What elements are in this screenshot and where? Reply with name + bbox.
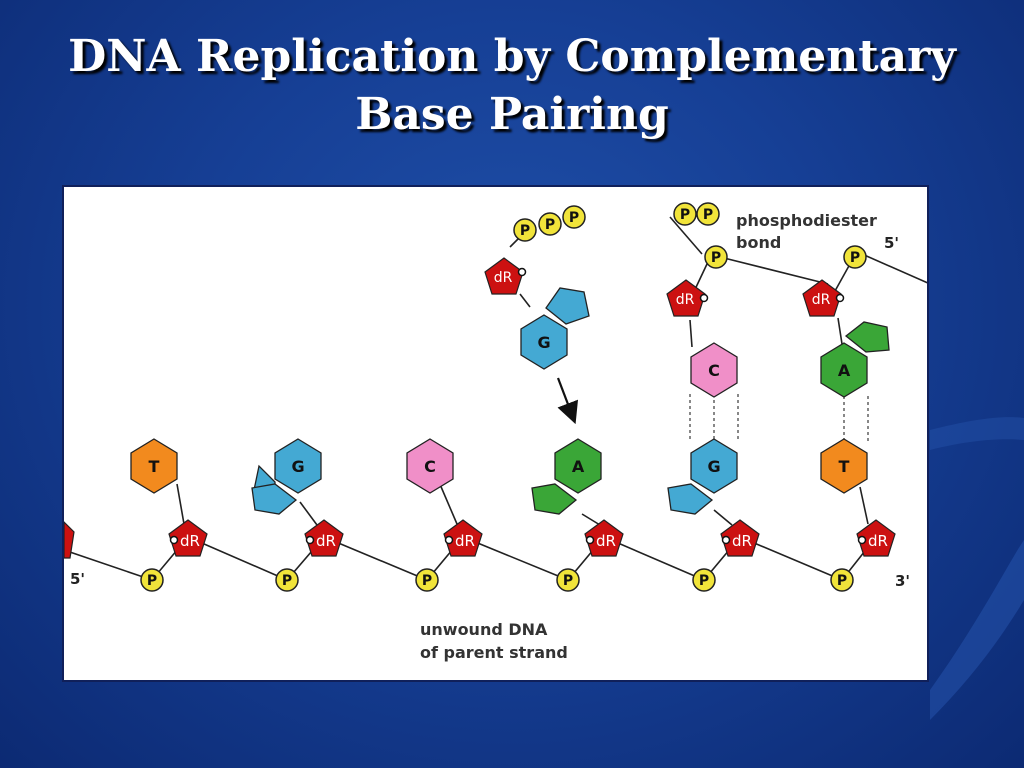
phosphate-label: P: [422, 573, 432, 589]
sugar-label: dR: [316, 532, 336, 550]
phosphate-label: P: [850, 250, 860, 266]
parent-phosphate-5: P: [692, 568, 716, 592]
hydrogen-bonds: [689, 394, 869, 442]
sugar-label: dR: [455, 532, 475, 550]
parent-phosphate-4: P: [556, 568, 580, 592]
parent-sugar-1: dR: [168, 519, 208, 557]
phosphate-label: P: [703, 207, 713, 223]
phosphate-label: P: [837, 573, 847, 589]
base-letter: C: [424, 457, 436, 476]
base-letter: G: [291, 457, 304, 476]
base-letter: G: [707, 457, 720, 476]
parent-sugar-0: [64, 521, 75, 559]
phosphate-label: P: [680, 207, 690, 223]
new-phosphate-2: P: [843, 245, 867, 269]
incorporation-arrow: [556, 377, 579, 425]
incoming-phosphate-3: P: [562, 205, 586, 229]
incoming-phosphate-2: P: [538, 212, 562, 236]
pyrophosphate-2: P: [696, 202, 720, 226]
new-base-adenine: A: [820, 321, 890, 398]
base-letter: T: [839, 457, 850, 476]
base-letter: T: [149, 457, 160, 476]
phosphate-label: P: [147, 573, 157, 589]
parent-sugar-5: dR: [720, 519, 760, 557]
sugar-label: dR: [812, 292, 831, 308]
parent-phosphate-2: P: [275, 568, 299, 592]
base-letter: A: [572, 457, 585, 476]
parent-base-thymine-2: T: [820, 438, 868, 494]
released-pyrophosphate: P P: [673, 202, 720, 226]
sugar-label: dR: [180, 532, 200, 550]
new-sugar-2: dR: [802, 279, 845, 317]
phosphate-label: P: [282, 573, 292, 589]
parent-base-adenine-1: A: [531, 438, 602, 515]
phosphate-label: P: [711, 250, 721, 266]
sugar-label: dR: [676, 292, 695, 308]
new-sugar-1: dR: [666, 279, 709, 317]
parent-base-links: [176, 481, 869, 526]
incoming-sugar: dR: [484, 257, 527, 295]
slide-title-line-2: Base Pairing: [355, 89, 669, 140]
parent-3prime-label: 3': [895, 572, 910, 590]
phosphate-label: P: [699, 573, 709, 589]
phosphate-label: P: [563, 573, 573, 589]
parent-phosphate-3: P: [415, 568, 439, 592]
parent-base-cytosine-1: C: [406, 438, 454, 494]
parent-sugar-4: dR: [584, 519, 624, 557]
sugar-label: dR: [868, 532, 888, 550]
phosphodiester-label-line-2: bond: [736, 233, 781, 252]
parent-phosphate-6: P: [830, 568, 854, 592]
parent-sugar-6: dR: [856, 519, 896, 557]
diagram-panel: dR dR dR dR dR dR P P P P: [62, 185, 929, 682]
parent-base-thymine-1: T: [130, 438, 178, 494]
sugar-label: dR: [732, 532, 752, 550]
incoming-nucleotide: P P P dR G: [484, 205, 590, 370]
parent-5prime-label: 5': [70, 570, 85, 588]
phosphodiester-label-line-1: phosphodiester: [736, 211, 877, 230]
unwound-label-line-1: unwound DNA: [420, 620, 548, 639]
base-letter: G: [537, 333, 550, 352]
replication-diagram: dR dR dR dR dR dR P P P P: [64, 202, 927, 662]
new-5prime-label: 5': [884, 234, 899, 252]
base-letter: A: [838, 361, 851, 380]
incoming-phosphate-1: P: [513, 218, 537, 242]
phosphate-label: P: [569, 210, 579, 226]
phosphate-label: P: [545, 217, 555, 233]
base-letter: C: [708, 361, 720, 380]
slide-title: DNA Replication by Complementary Base Pa…: [0, 28, 1024, 144]
parent-base-guanine-1: G: [251, 438, 322, 515]
parent-base-guanine-2: G: [667, 438, 738, 515]
new-phosphate-1: P: [704, 245, 728, 269]
unwound-label-line-2: of parent strand: [420, 643, 568, 662]
parent-sugar-3: dR: [443, 519, 483, 557]
parent-phosphate-1: P: [140, 568, 164, 592]
new-base-cytosine: C: [690, 342, 738, 398]
phosphate-label: P: [520, 223, 530, 239]
pyrophosphate-1: P: [673, 202, 697, 226]
incoming-base-guanine: G: [520, 287, 590, 370]
slide-title-line-1: DNA Replication by Complementary: [68, 31, 956, 82]
sugar-label: dR: [494, 270, 513, 286]
sugar-label: dR: [596, 532, 616, 550]
parent-sugar-2: dR: [304, 519, 344, 557]
